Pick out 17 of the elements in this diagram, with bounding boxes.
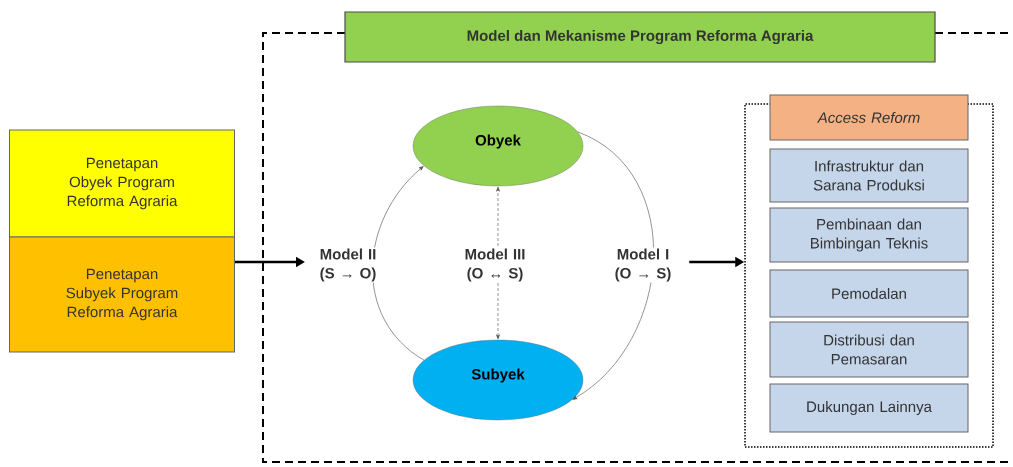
arrow bbox=[372, 166, 425, 361]
item-box: Pembinaan dan Bimbingan Teknis bbox=[769, 207, 969, 263]
arrow bbox=[572, 131, 654, 400]
edge-label: Model II (S → O) bbox=[311, 247, 385, 283]
edge-label: Model I (O → S) bbox=[606, 247, 680, 283]
edge-label: Model III (O ↔ S) bbox=[458, 247, 532, 283]
process-box: Penetapan Subyek Program Reforma Agraria bbox=[9, 236, 235, 353]
item-box: Pemodalan bbox=[769, 269, 969, 318]
process-box: Penetapan Obyek Program Reforma Agraria bbox=[9, 129, 235, 238]
title-box: Model dan Mekanisme Program Reforma Agraria bbox=[344, 11, 936, 63]
ellipse-node: Obyek bbox=[412, 105, 584, 187]
item-box: Dukungan Lainnya bbox=[769, 383, 969, 433]
arrow bbox=[496, 186, 500, 340]
header-box: Access Reform bbox=[769, 94, 969, 141]
item-box: Distribusi dan Pemasaran bbox=[769, 321, 969, 378]
ellipse-node: Subyek bbox=[412, 339, 584, 421]
item-box: Infrastruktur dan Sarana Produksi bbox=[769, 148, 969, 203]
